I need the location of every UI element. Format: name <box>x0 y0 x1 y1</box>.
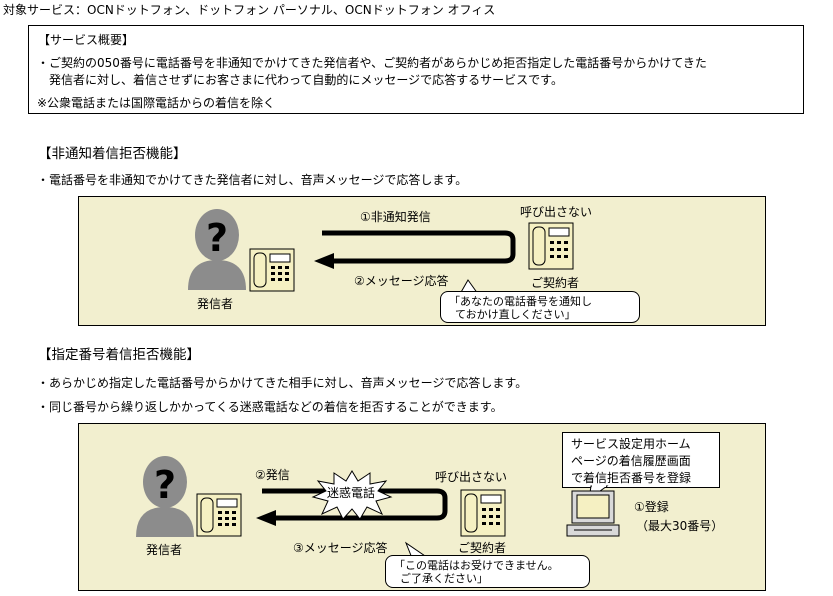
step2-label: ②発信 <box>255 468 290 482</box>
caller-label: 発信者 <box>146 543 183 557</box>
step2-label: ②メッセージ応答 <box>354 274 449 288</box>
subscriber-phone-icon <box>460 489 506 537</box>
message-line-1: 「あなたの電話番号を通知し <box>449 295 592 308</box>
message-line-2: ご了承ください」 <box>400 572 488 585</box>
web-callout-line-1: サービス設定用ホーム <box>571 437 691 451</box>
max-numbers-label: （最大30番号） <box>636 519 724 533</box>
target-services-text: 対象サービス：OCNドットフォン、ドットフォン パーソナル、OCNドットフォン … <box>3 3 496 17</box>
overview-line-2: 発信者に対し、着信させずにお客さまに代わって自動的にメッセージで応答するサービス… <box>49 73 563 87</box>
no-ring-label: 呼び出さない <box>435 470 508 484</box>
caller-phone-icon <box>196 493 242 537</box>
spam-call-burst-icon <box>311 470 393 520</box>
step1-label: ①登録 <box>634 500 669 514</box>
call-flow-arrow <box>314 230 516 269</box>
no-ring-label: 呼び出さない <box>520 205 593 219</box>
message-bubble: 「この電話はお受けできません。 ご了承ください」 <box>385 555 590 588</box>
message-line-2: ておかけ直しください」 <box>455 308 576 321</box>
web-callout-line-2: ページの着信履歴画面 <box>571 454 691 468</box>
overview-heading: 【サービス概要】 <box>38 33 135 47</box>
section2-bullet-1: ・あらかじめ指定した電話番号からかけてきた相手に対し、音声メッセージで応答します… <box>37 376 528 390</box>
caller-person-icon: ? <box>188 209 246 290</box>
step1-label: ①非通知発信 <box>360 210 431 224</box>
subscriber-label: ご契約者 <box>531 276 580 290</box>
subscriber-label: ご契約者 <box>458 541 507 555</box>
step3-label: ③メッセージ応答 <box>293 541 388 555</box>
web-callout-line-3: で着信拒否番号を登録 <box>571 471 692 485</box>
svg-text:?: ? <box>154 463 176 507</box>
section1-bullet: ・電話番号を非通知でかけてきた発信者に対し、音声メッセージで応答します。 <box>37 173 468 187</box>
section2-bullet-2: ・同じ番号から繰り返しかかってくる迷惑電話などの着信を拒否することができます。 <box>37 400 503 414</box>
message-line-1: 「この電話はお受けできません。 <box>394 559 559 572</box>
computer-icon <box>566 490 620 537</box>
caller-label: 発信者 <box>197 297 234 311</box>
overview-line-1: ・ご契約の050番号に電話番号を非通知でかけてきた発信者や、ご契約者があらかじめ… <box>37 56 707 70</box>
section2-heading: 【指定番号着信拒否機能】 <box>38 347 200 363</box>
spam-call-label: 迷惑電話 <box>327 486 376 500</box>
caller-person-icon: ? <box>136 456 194 537</box>
overview-note: ※公衆電話または国際電話からの着信を除く <box>37 96 276 110</box>
svg-text:?: ? <box>206 216 228 260</box>
subscriber-phone-icon <box>528 222 574 270</box>
web-setting-callout <box>562 432 720 488</box>
message-bubble: 「あなたの電話番号を通知し ておかけ直しください」 <box>440 291 640 323</box>
caller-phone-icon <box>249 248 295 292</box>
section1-heading: 【非通知着信拒否機能】 <box>38 146 187 162</box>
service-overview-box <box>28 25 804 114</box>
call-flow-arrow <box>256 488 448 526</box>
